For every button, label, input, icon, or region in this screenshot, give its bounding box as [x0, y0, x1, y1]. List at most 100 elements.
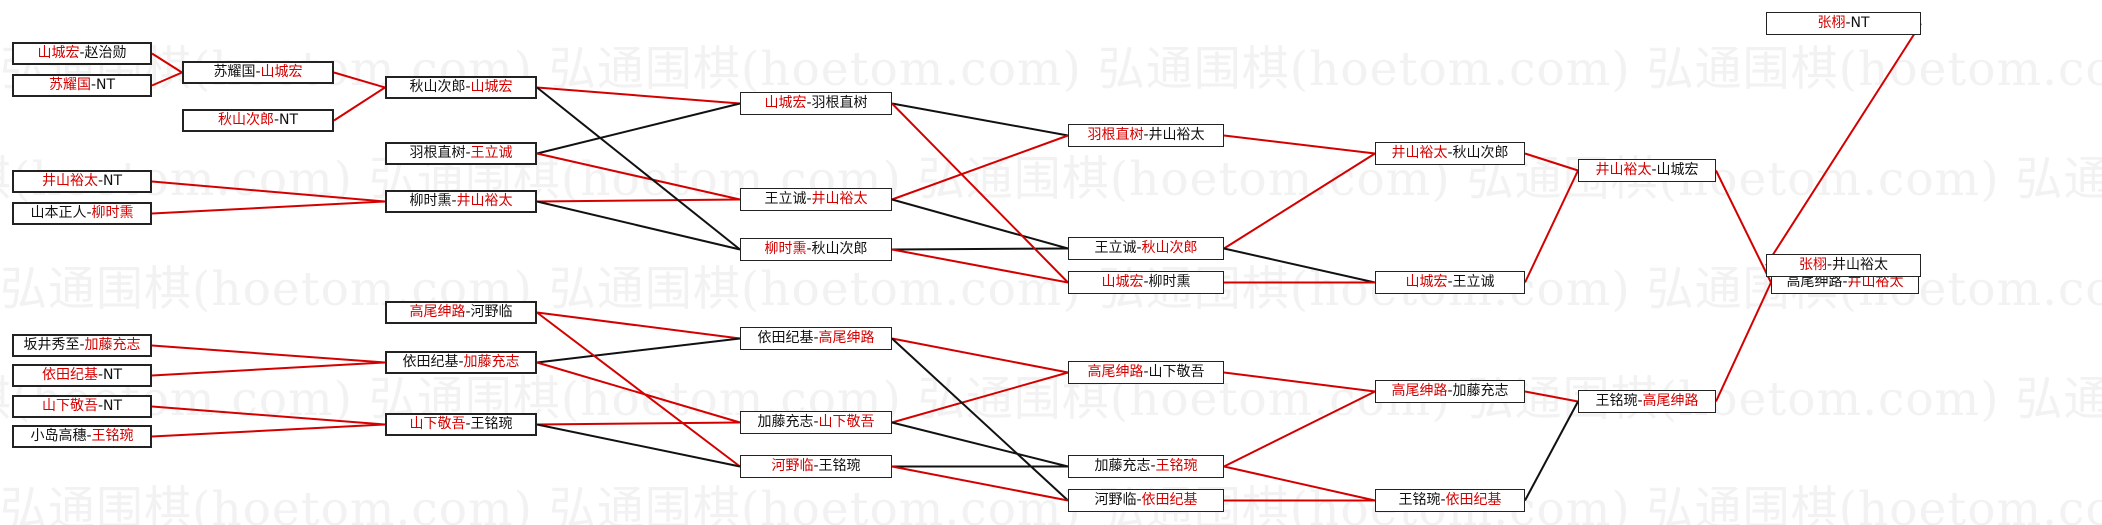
separator: -: [1826, 257, 1833, 273]
player-2: 依田纪基: [1445, 492, 1502, 508]
loser-path-line: [1223, 247, 1376, 284]
player-1: 高尾绅路: [1786, 274, 1843, 290]
player-1: 张栩: [1798, 257, 1827, 273]
player-1: 井山裕太: [1595, 162, 1652, 178]
separator: -: [813, 330, 819, 346]
player-2: 井山裕太: [811, 191, 868, 207]
separator: -: [1447, 274, 1453, 290]
winner-path-line: [536, 421, 741, 426]
player-1: 山下敬吾: [409, 416, 466, 432]
match-box: 河野临-依田纪基: [1068, 489, 1224, 512]
winner-path-line: [151, 344, 386, 364]
match-box: 羽根直树-王立诚: [385, 142, 537, 165]
player-1: 羽根直树: [1087, 127, 1144, 143]
match-box: 张栩-NT: [1766, 12, 1921, 35]
winner-path-line: [891, 465, 1069, 502]
separator: -: [1150, 458, 1156, 474]
player-1: 山城宏: [37, 45, 80, 61]
match-box: 坂井秀至-加藤充志: [12, 334, 152, 357]
separator: -: [1447, 145, 1453, 161]
match-box: 秋山次郎-NT: [182, 109, 334, 132]
player-1: 井山裕太: [1391, 145, 1448, 161]
player-1: 加藤充志: [757, 414, 814, 430]
player-1: 王铭琬: [1398, 492, 1441, 508]
separator: -: [79, 45, 85, 61]
player-2: NT: [103, 367, 123, 383]
player-2: 秋山次郎: [1452, 145, 1509, 161]
player-2: 山下敬吾: [1148, 364, 1205, 380]
player-2: NT: [103, 398, 123, 414]
player-1: 秋山次郎: [409, 79, 466, 95]
separator: -: [806, 95, 812, 111]
separator: -: [813, 458, 819, 474]
match-box: 王铭琬-依田纪基: [1375, 489, 1525, 512]
separator: -: [813, 414, 819, 430]
separator: -: [465, 416, 471, 432]
separator: -: [79, 337, 85, 353]
player-2: 高尾绅路: [1642, 393, 1699, 409]
player-2: 河野临: [470, 304, 513, 320]
winner-path-line: [1765, 22, 1922, 267]
separator: -: [1143, 274, 1149, 290]
separator: -: [806, 241, 812, 257]
player-2: 王立诚: [1452, 274, 1495, 290]
player-2: 依田纪基: [1141, 492, 1198, 508]
player-1: 苏耀国: [213, 64, 256, 80]
player-1: 河野临: [1094, 492, 1137, 508]
separator: -: [1845, 15, 1851, 31]
player-2: 加藤充志: [463, 354, 520, 370]
player-1: 高尾绅路: [1391, 383, 1448, 399]
match-box: 苏耀国-山城宏: [182, 61, 334, 84]
separator: -: [97, 367, 104, 383]
loser-path-line: [891, 198, 1069, 250]
player-2: 井山裕太: [1832, 257, 1889, 273]
match-box: 小岛高穗-王铭琬: [12, 425, 152, 448]
match-box: 柳时熏-井山裕太: [385, 190, 537, 213]
player-2: 王铭琬: [1155, 458, 1198, 474]
player-2: 井山裕太: [456, 193, 513, 209]
player-1: 王立诚: [764, 191, 807, 207]
winner-path-line: [536, 86, 741, 105]
loser-path-line: [536, 102, 741, 155]
player-2: 柳时熏: [1148, 274, 1191, 290]
player-1: 加藤充志: [1094, 458, 1151, 474]
winner-path-line: [536, 311, 741, 340]
winner-path-line: [333, 71, 386, 89]
player-1: 依田纪基: [41, 367, 98, 383]
match-box: 井山裕太-NT: [12, 170, 152, 193]
winner-path-line: [1524, 152, 1579, 172]
match-box: 王铭琬-高尾绅路: [1578, 390, 1716, 413]
match-box: 河野临-王铭琬: [740, 455, 892, 478]
winner-path-line: [891, 102, 1069, 284]
player-1: 依田纪基: [757, 330, 814, 346]
match-box: 高尾绅路-加藤充志: [1375, 380, 1525, 403]
winner-path-line: [333, 86, 386, 122]
match-box: 羽根直树-井山裕太: [1068, 124, 1224, 147]
player-1: 山城宏: [764, 95, 807, 111]
player-1: 山本正人: [30, 205, 87, 221]
winner-path-line: [151, 180, 386, 203]
separator: -: [1136, 240, 1142, 256]
match-box: 柳时熏-秋山次郎: [740, 238, 892, 261]
loser-path-line: [891, 102, 1069, 137]
winner-path-line: [151, 200, 386, 215]
separator: -: [90, 77, 97, 93]
player-2: 王立诚: [470, 145, 513, 161]
player-2: 柳时熏: [91, 205, 134, 221]
loser-path-line: [891, 337, 1069, 502]
separator: -: [465, 79, 471, 95]
separator: -: [86, 428, 92, 444]
player-1: 山城宏: [1101, 274, 1144, 290]
player-2: 赵治勋: [84, 45, 127, 61]
player-1: 山城宏: [1405, 274, 1448, 290]
winner-path-line: [1715, 170, 1772, 283]
loser-path-line: [891, 421, 1069, 468]
match-box: 山本正人-柳时熏: [12, 202, 152, 225]
player-2: NT: [103, 173, 123, 189]
player-2: 王铭琬: [470, 416, 513, 432]
match-box: 高尾绅路-河野临: [385, 301, 537, 324]
separator: -: [1637, 393, 1643, 409]
match-box: 王立诚-井山裕太: [740, 188, 892, 211]
match-box: 山城宏-柳时熏: [1068, 271, 1224, 294]
separator: -: [1842, 274, 1848, 290]
